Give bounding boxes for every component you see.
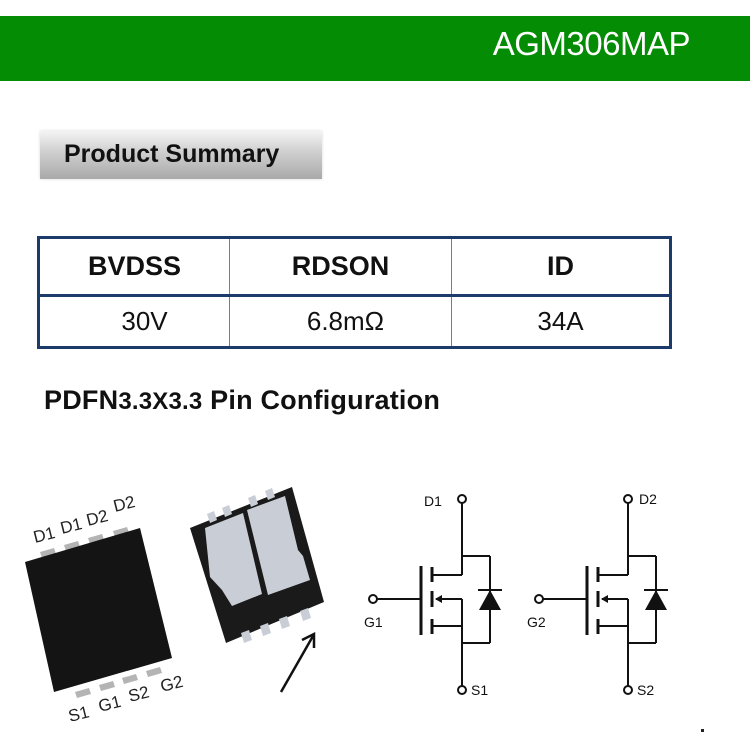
header-cell-rdson: RDSON xyxy=(230,239,452,294)
header-bar: AGM306MAP xyxy=(0,16,750,81)
bottom-pads xyxy=(241,608,311,643)
heading-package: 3.3X3.3 xyxy=(118,388,203,415)
package-top-pins xyxy=(40,527,162,698)
pin-label: G1 xyxy=(96,692,123,716)
pin-label: D1 xyxy=(58,514,84,538)
part-number-title: AGM306MAP xyxy=(492,25,691,62)
gate-label: G1 xyxy=(364,614,383,630)
header-text: BVDSS xyxy=(87,251,182,281)
package-bottom-view xyxy=(190,487,324,693)
package-top-view: D1 D1 D2 D2 S1 G1 S2 G2 xyxy=(25,492,185,726)
drain-label: D1 xyxy=(424,493,442,509)
mosfet-schematic-1 xyxy=(368,494,502,695)
spec-table-header-row: BVDSS RDSON ID xyxy=(40,239,669,297)
pin-label: S2 xyxy=(126,682,151,705)
header-text: RDSON xyxy=(291,251,390,281)
pin-configuration-heading: PDFN3.3X3.3 Pin Configuration xyxy=(44,385,440,416)
product-summary-badge: Product Summary xyxy=(40,131,322,179)
exposed-pads xyxy=(205,496,310,606)
pin-label: D2 xyxy=(111,492,137,516)
value-cell-bvdss: 30V xyxy=(40,297,230,346)
header-text: ID xyxy=(547,251,574,281)
pin-label: D2 xyxy=(84,506,110,530)
top-tabs xyxy=(207,488,275,523)
source-label: S2 xyxy=(637,682,654,698)
product-summary-label: Product Summary xyxy=(64,140,280,168)
mosfet-schematic-2 xyxy=(534,494,668,695)
value-text: 34A xyxy=(537,306,584,336)
stray-dot xyxy=(701,729,704,732)
package-body xyxy=(25,528,172,692)
header-cell-bvdss: BVDSS xyxy=(40,239,230,294)
body-diode-icon xyxy=(479,590,501,610)
value-cell-id: 34A xyxy=(452,297,669,346)
body-diode-icon xyxy=(645,590,667,610)
pin-label: G2 xyxy=(158,672,185,696)
spec-table-value-row: 30V 6.8mΩ 34A xyxy=(40,297,669,346)
drain-label: D2 xyxy=(639,491,657,507)
value-text: 30V xyxy=(121,306,168,336)
schematic-1-labels: D1 G1 S1 xyxy=(364,493,488,698)
pin1-arrow-icon xyxy=(279,631,316,693)
pin-label: D1 xyxy=(31,523,57,547)
header-cell-id: ID xyxy=(452,239,669,294)
heading-suffix: Pin Configuration xyxy=(202,385,441,415)
value-text: 6.8mΩ xyxy=(306,306,385,336)
pin-label: S1 xyxy=(66,702,91,725)
gate-label: G2 xyxy=(527,614,546,630)
schematic-2-labels: D2 G2 S2 xyxy=(527,491,657,698)
spec-table: BVDSS RDSON ID 30V 6.8mΩ 34A xyxy=(37,236,672,349)
heading-prefix: PDFN xyxy=(44,385,119,415)
value-cell-rdson: 6.8mΩ xyxy=(230,297,452,346)
top-pin-labels: D1 D1 D2 D2 xyxy=(31,492,137,547)
bottom-pin-labels: S1 G1 S2 G2 xyxy=(66,672,185,726)
source-label: S1 xyxy=(471,682,488,698)
